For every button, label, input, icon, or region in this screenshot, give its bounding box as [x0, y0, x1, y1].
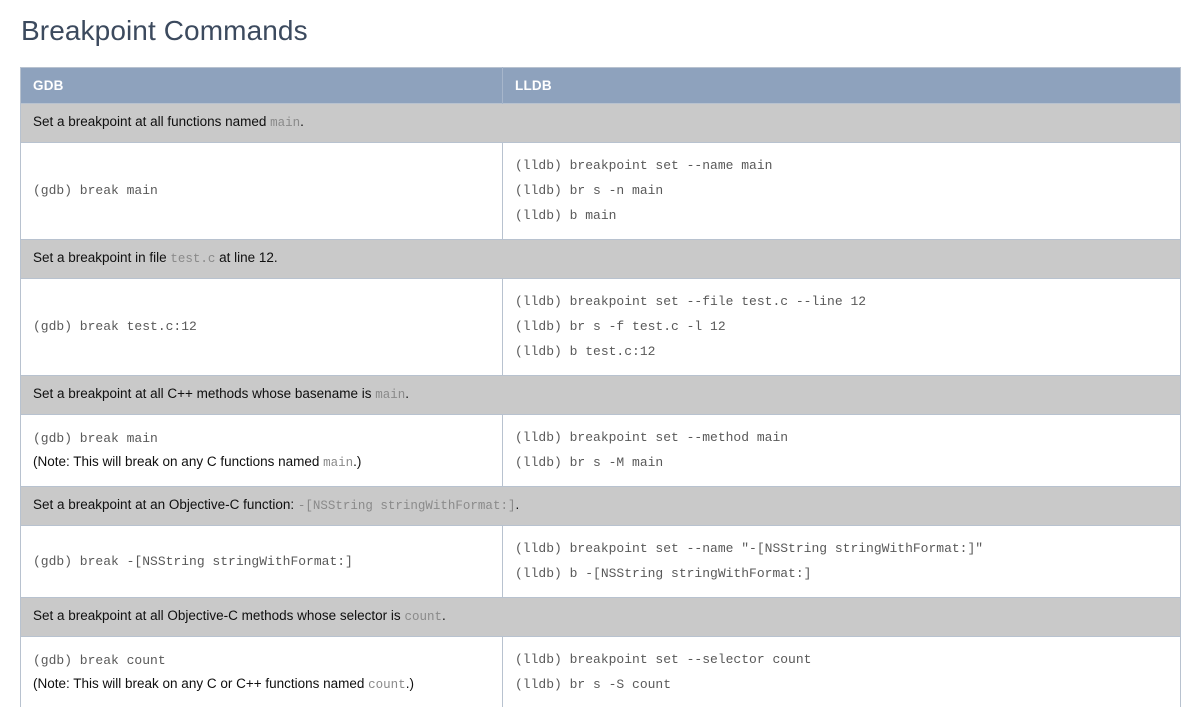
description-text: Set a breakpoint at all C++ methods whos…	[33, 386, 409, 402]
description-row: Set a breakpoint at an Objective-C funct…	[20, 486, 1181, 526]
lldb-command-line: (lldb) b -[NSString stringWithFormat:]	[515, 566, 812, 581]
description-cell: Set a breakpoint at all functions named …	[20, 103, 1181, 143]
lldb-command-line: (lldb) breakpoint set --method main	[515, 430, 789, 445]
table-header: GDB LLDB	[20, 67, 1181, 104]
description-row: Set a breakpoint at all functions named …	[20, 103, 1181, 143]
breakpoint-commands-table: GDB LLDB Set a breakpoint at all functio…	[20, 67, 1181, 707]
gdb-command-line: (gdb) break -[NSString stringWithFormat:…	[33, 553, 353, 569]
inline-code: count	[404, 610, 442, 624]
description-text: Set a breakpoint at an Objective-C funct…	[33, 497, 520, 513]
inline-code: test.c	[170, 252, 216, 266]
gdb-command-line: (gdb) break main	[33, 183, 158, 198]
inline-code: main	[323, 456, 354, 470]
command-row: (gdb) break main (Note: This will break o…	[20, 414, 1181, 487]
lldb-command-line: (lldb) br s -n main	[515, 183, 664, 198]
lldb-command-line: (lldb) br s -f test.c -l 12	[515, 319, 726, 334]
lldb-command-line: (lldb) breakpoint set --selector count	[515, 652, 812, 667]
description-cell: Set a breakpoint at an Objective-C funct…	[20, 486, 1181, 526]
command-row: (gdb) break main (lldb) breakpoint set --…	[20, 142, 1181, 240]
lldb-command-line: (lldb) breakpoint set --name main	[515, 158, 773, 173]
gdb-command-cell: (gdb) break -[NSString stringWithFormat:…	[20, 525, 503, 598]
inline-code: main	[375, 388, 406, 402]
description-text: Set a breakpoint at all functions named …	[33, 114, 304, 130]
command-row: (gdb) break -[NSString stringWithFormat:…	[20, 525, 1181, 598]
lldb-command-cell: (lldb) breakpoint set --name "-[NSString…	[502, 525, 1181, 598]
inline-code: -[NSString stringWithFormat:]	[297, 499, 516, 513]
description-cell: Set a breakpoint at all Objective-C meth…	[20, 597, 1181, 637]
description-row: Set a breakpoint at all Objective-C meth…	[20, 597, 1181, 637]
gdb-command-cell: (gdb) break main (Note: This will break o…	[20, 414, 503, 487]
gdb-note-line: (Note: This will break on any C function…	[33, 454, 362, 470]
lldb-command-line: (lldb) b main	[515, 208, 617, 223]
column-header-lldb: LLDB	[502, 67, 1181, 104]
inline-code: count	[368, 678, 406, 692]
description-row: Set a breakpoint in file test.c at line …	[20, 239, 1181, 279]
table-body: Set a breakpoint at all functions named …	[20, 103, 1181, 707]
gdb-command-cell: (gdb) break test.c:12	[20, 278, 503, 376]
description-text: Set a breakpoint in file test.c at line …	[33, 250, 278, 266]
column-header-gdb: GDB	[20, 67, 503, 104]
gdb-command-line: (gdb) break test.c:12	[33, 319, 197, 334]
inline-code: main	[270, 116, 301, 130]
lldb-command-cell: (lldb) breakpoint set --method main (lldb…	[502, 414, 1181, 487]
command-row: (gdb) break count (Note: This will break …	[20, 636, 1181, 707]
lldb-command-line: (lldb) breakpoint set --file test.c --li…	[515, 294, 867, 309]
command-row: (gdb) break test.c:12 (lldb) breakpoint s…	[20, 278, 1181, 376]
gdb-command-cell: (gdb) break main	[20, 142, 503, 240]
lldb-command-line: (lldb) b test.c:12	[515, 344, 656, 359]
gdb-command-line: (gdb) break main	[33, 431, 158, 446]
lldb-command-line: (lldb) br s -S count	[515, 677, 672, 692]
lldb-command-cell: (lldb) breakpoint set --file test.c --li…	[502, 278, 1181, 376]
gdb-command-cell: (gdb) break count (Note: This will break …	[20, 636, 503, 707]
page-title: Breakpoint Commands	[21, 15, 308, 46]
lldb-command-line: (lldb) br s -M main	[515, 455, 664, 470]
lldb-command-cell: (lldb) breakpoint set --name main (lldb) …	[502, 142, 1181, 240]
gdb-note-line: (Note: This will break on any C or C++ f…	[33, 676, 414, 692]
gdb-command-line: (gdb) break count	[33, 653, 166, 668]
lldb-command-cell: (lldb) breakpoint set --selector count (l…	[502, 636, 1181, 707]
description-cell: Set a breakpoint in file test.c at line …	[20, 239, 1181, 279]
lldb-command-line: (lldb) breakpoint set --name "-[NSString…	[515, 541, 984, 556]
description-text: Set a breakpoint at all Objective-C meth…	[33, 608, 446, 624]
table-header-row: GDB LLDB	[20, 67, 1181, 104]
description-cell: Set a breakpoint at all C++ methods whos…	[20, 375, 1181, 415]
description-row: Set a breakpoint at all C++ methods whos…	[20, 375, 1181, 415]
